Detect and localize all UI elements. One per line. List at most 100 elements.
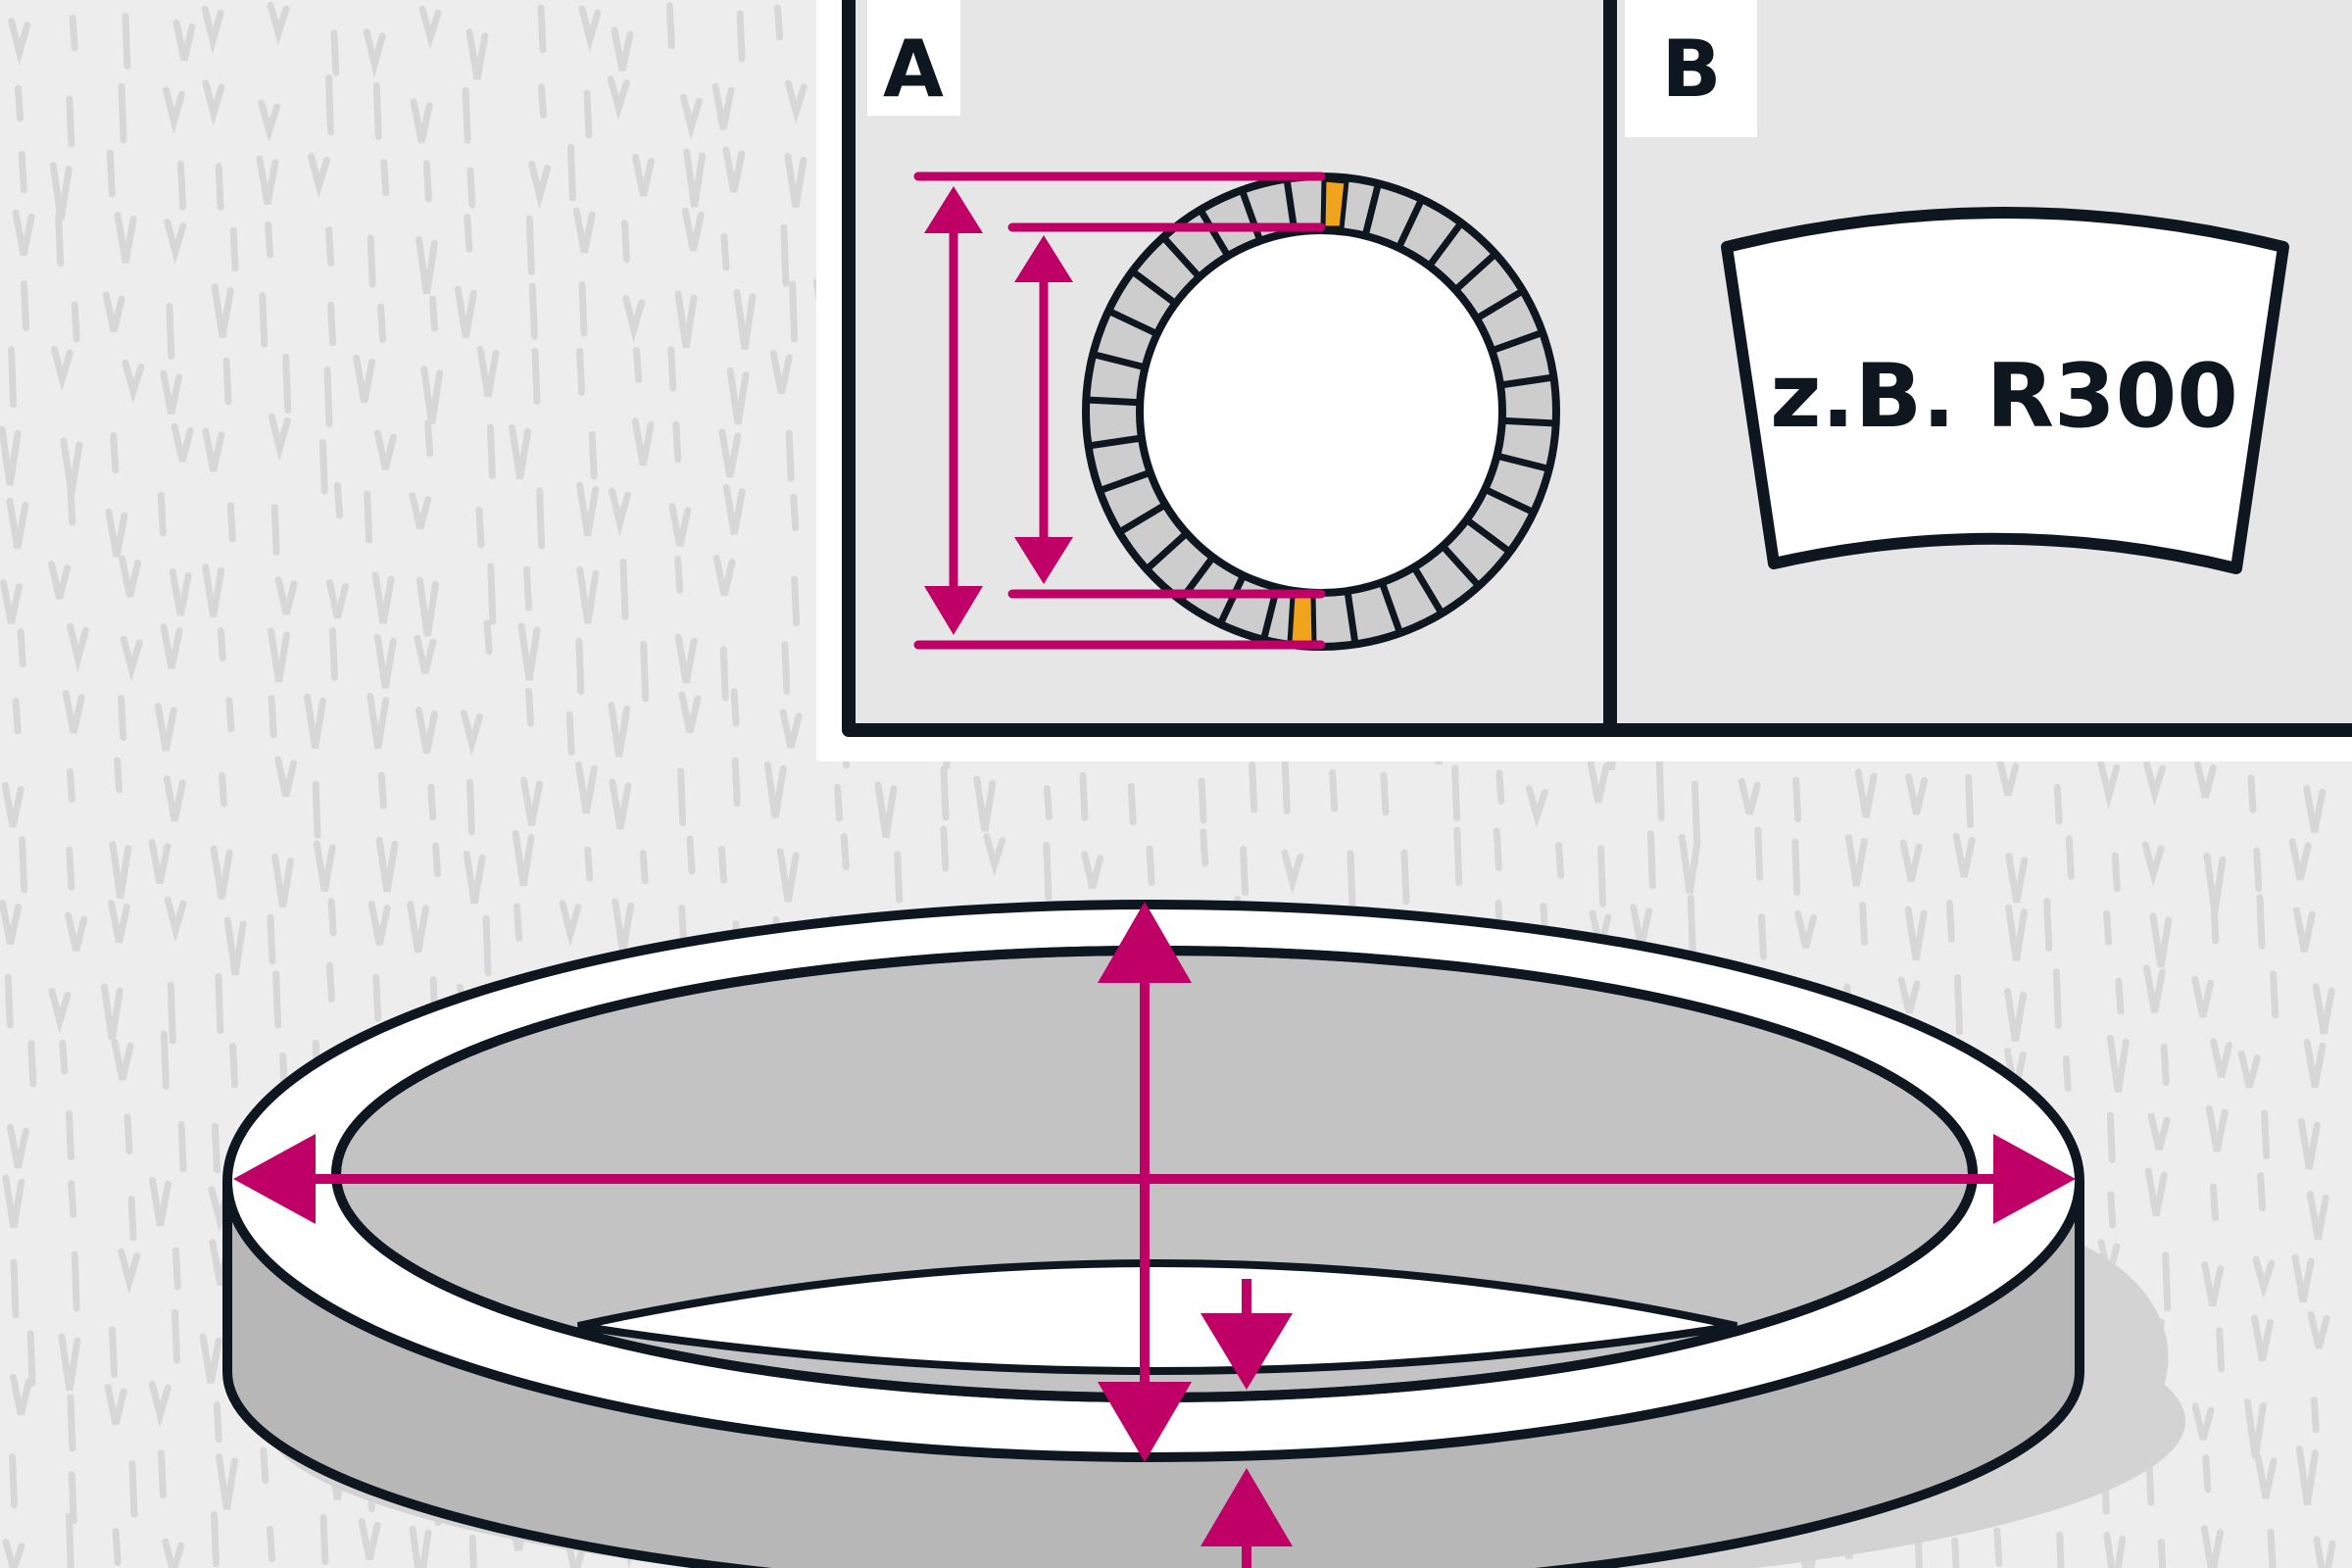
segment-divider [1483,486,1536,515]
segment-divider [1217,573,1247,626]
texture-stroke [2303,1038,2327,1088]
texture-stroke [1859,902,1869,946]
texture-stroke [319,1513,329,1566]
texture-stroke [380,159,390,197]
texture-stroke [106,149,116,198]
texture-stroke [210,1510,220,1568]
texture-stroke [202,79,225,127]
texture-stroke [427,783,437,821]
texture-stroke [0,579,23,624]
segment-divider [1344,590,1359,645]
texture-stroke [377,771,387,809]
panel-b-label-box [1625,0,1757,137]
texture-stroke [631,154,655,197]
texture-stroke [2261,1109,2271,1160]
texture-stroke [1844,833,1868,887]
texture-stroke [373,429,397,470]
texture-stroke [282,353,292,415]
texture-stroke [304,693,327,749]
texture-stroke [58,1333,81,1392]
texture-stroke [2107,1191,2117,1229]
texture-stroke [525,215,535,275]
texture-stroke [2106,1111,2116,1163]
texture-stroke [678,691,702,734]
texture-stroke [2052,968,2062,1030]
segment-divider [1474,287,1525,322]
texture-stroke [2267,1528,2277,1568]
texture-stroke [2216,1327,2226,1373]
texture-stroke [784,79,808,124]
texture-stroke [371,571,395,624]
texture-stroke [274,756,298,798]
texture-stroke [776,848,800,903]
texture-stroke [164,219,187,266]
texture-stroke [790,493,800,532]
texture-stroke [466,28,489,80]
texture-stroke [2103,909,2113,946]
texture-stroke [324,74,334,136]
segment-divider [1092,351,1147,371]
texture-stroke [711,82,735,130]
segmented-ring-inner [1136,226,1506,597]
texture-stroke [223,916,247,976]
texture-stroke [780,223,790,287]
texture-stroke [733,288,757,350]
texture-stroke [222,357,232,406]
texture-stroke [215,973,224,1035]
texture-stroke [564,1537,587,1568]
texture-stroke [20,280,29,332]
texture-stroke [215,163,224,211]
texture-stroke [528,161,552,210]
texture-stroke [432,842,442,878]
texture-stroke [171,422,194,463]
texture-stroke [1754,826,1764,881]
texture-stroke [27,1040,37,1088]
texture-stroke [373,633,397,689]
texture-stroke [325,226,335,267]
texture-stroke [59,1039,69,1075]
texture-stroke [108,1326,118,1378]
texture-stroke [460,710,483,757]
texture-stroke [114,212,137,264]
texture-stroke [65,911,88,953]
texture-stroke [2210,898,2220,945]
texture-stroke [201,5,224,55]
texture-stroke [834,783,844,822]
texture-stroke [414,634,437,674]
texture-stroke [2053,783,2063,825]
texture-stroke [1,782,24,828]
texture-stroke [2252,1255,2276,1299]
panel-a-label-box [867,0,960,116]
texture-stroke [1945,899,1955,943]
texture-stroke [2210,1038,2233,1078]
texture-stroke [722,484,746,535]
texture-stroke [940,765,950,821]
texture-stroke [122,13,131,70]
texture-stroke [1792,776,1802,823]
texture-stroke [631,417,655,466]
texture-stroke [367,234,376,288]
texture-stroke [1951,1537,1960,1568]
texture-stroke [48,561,72,600]
ring-inner-bottom-lip [577,1259,1738,1375]
texture-stroke [313,840,336,892]
texture-stroke [466,167,476,209]
texture-stroke [4,973,14,1029]
texture-stroke [415,235,438,295]
texture-stroke [307,152,330,199]
texture-stroke [774,4,784,41]
texture-stroke [2097,760,2121,809]
texture-stroke [267,1525,276,1563]
texture-stroke [1954,974,1964,1036]
texture-stroke [622,295,646,343]
texture-stroke [325,961,335,1003]
texture-stroke [407,901,430,954]
texture-stroke [683,148,707,208]
texture-stroke [202,564,225,617]
texture-stroke [410,98,433,143]
texture-stroke [668,503,692,547]
diameter-arrow-left [233,1134,316,1224]
texture-stroke [1127,782,1137,826]
texture-stroke [259,292,269,348]
texture-stroke [476,345,500,398]
